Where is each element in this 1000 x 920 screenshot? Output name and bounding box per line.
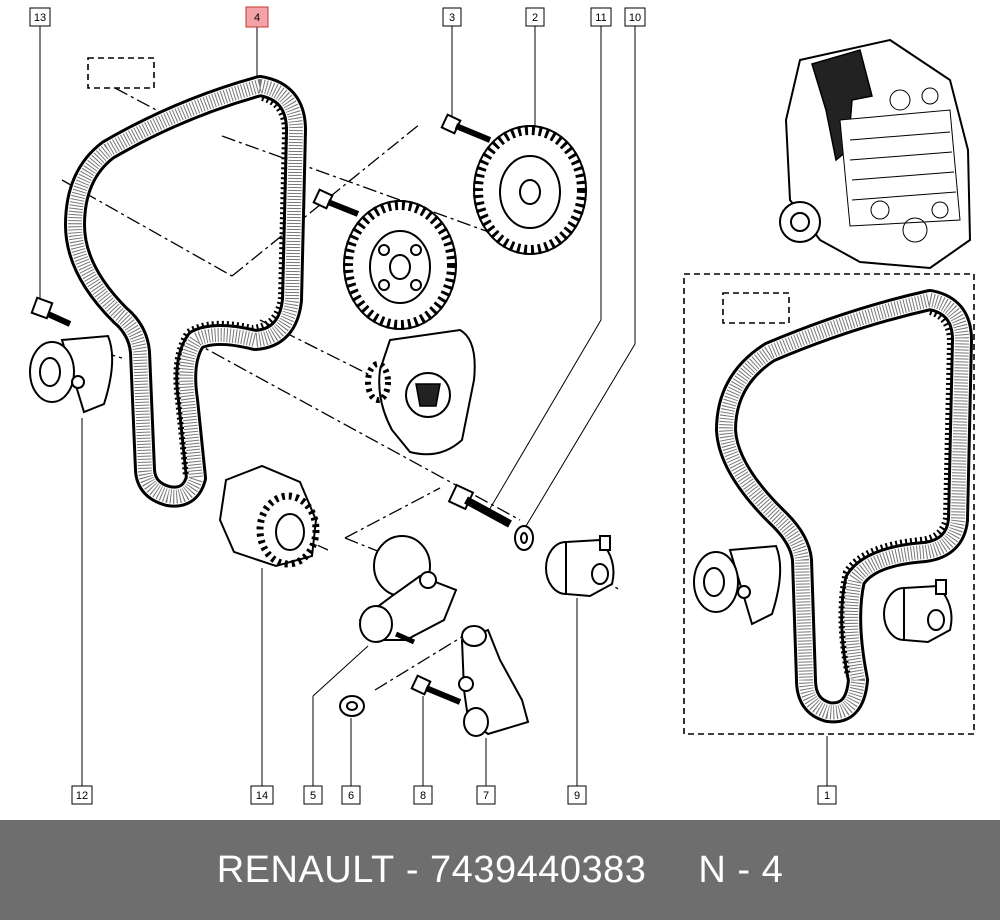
crankshaft-sprocket [218,464,320,568]
camshaft-pulley-rear [473,125,587,255]
tensioner-bracket [458,625,530,737]
camshaft-pulley-front [343,200,457,330]
tensioner-roller [545,535,615,598]
timing-belt [64,75,307,508]
callout-2-label: 2 [532,12,538,24]
ref-prefix: N [698,848,727,891]
callout-10: 10 [624,7,646,27]
tensioner-washer [514,525,534,551]
timing-belt-kit-box [683,273,975,735]
callout-13: 13 [29,7,51,27]
callout-4-label: 4 [254,12,260,24]
callout-8: 8 [413,785,433,805]
callout-11: 11 [590,7,612,27]
callout-12-label: 12 [76,790,88,802]
callout-5-label: 5 [310,790,316,802]
brand-name: RENAULT [216,848,395,891]
callout-9: 9 [567,785,587,805]
footer-separator: - [405,848,419,891]
callout-1: 1 [817,785,837,805]
callouts: 13 4 3 2 11 10 12 14 [29,6,837,805]
engine-thumbnail [779,38,972,270]
timing-belt-exploded-diagram: 13 4 3 2 11 10 12 14 [29,6,975,805]
callout-2: 2 [525,7,545,27]
callout-6: 6 [341,785,361,805]
callout-8-label: 8 [420,790,426,802]
belt-label-box [87,57,155,89]
callout-13-label: 13 [34,12,46,24]
callout-3-label: 3 [449,12,455,24]
callout-7-label: 7 [483,790,489,802]
idler-bolt [30,296,72,327]
ref-separator: - [737,848,751,891]
part-number: 7439440383 [430,848,647,891]
leader-lines [39,26,828,786]
callout-9-label: 9 [574,790,580,802]
callout-6-label: 6 [348,790,354,802]
callout-3: 3 [442,7,462,27]
idler-roller [29,334,114,414]
pulley-bolt-front [312,188,360,217]
tensioner-bolt [410,674,462,705]
callout-7: 7 [476,785,496,805]
circlip [339,695,365,717]
ref-number: 4 [761,848,784,891]
callout-1-label: 1 [824,790,830,802]
callout-12: 12 [71,785,93,805]
callout-4: 4 [245,6,269,28]
callout-5: 5 [303,785,323,805]
water-pump [365,328,476,456]
pulley-bolt-rear [440,113,492,143]
callout-10-label: 10 [629,12,641,24]
callout-11-label: 11 [595,12,606,24]
callout-14: 14 [250,785,274,805]
tensioner-arm [358,535,458,645]
callout-14-label: 14 [256,790,268,802]
part-number-footer: RENAULT - 7439440383 N - 4 [0,820,1000,920]
